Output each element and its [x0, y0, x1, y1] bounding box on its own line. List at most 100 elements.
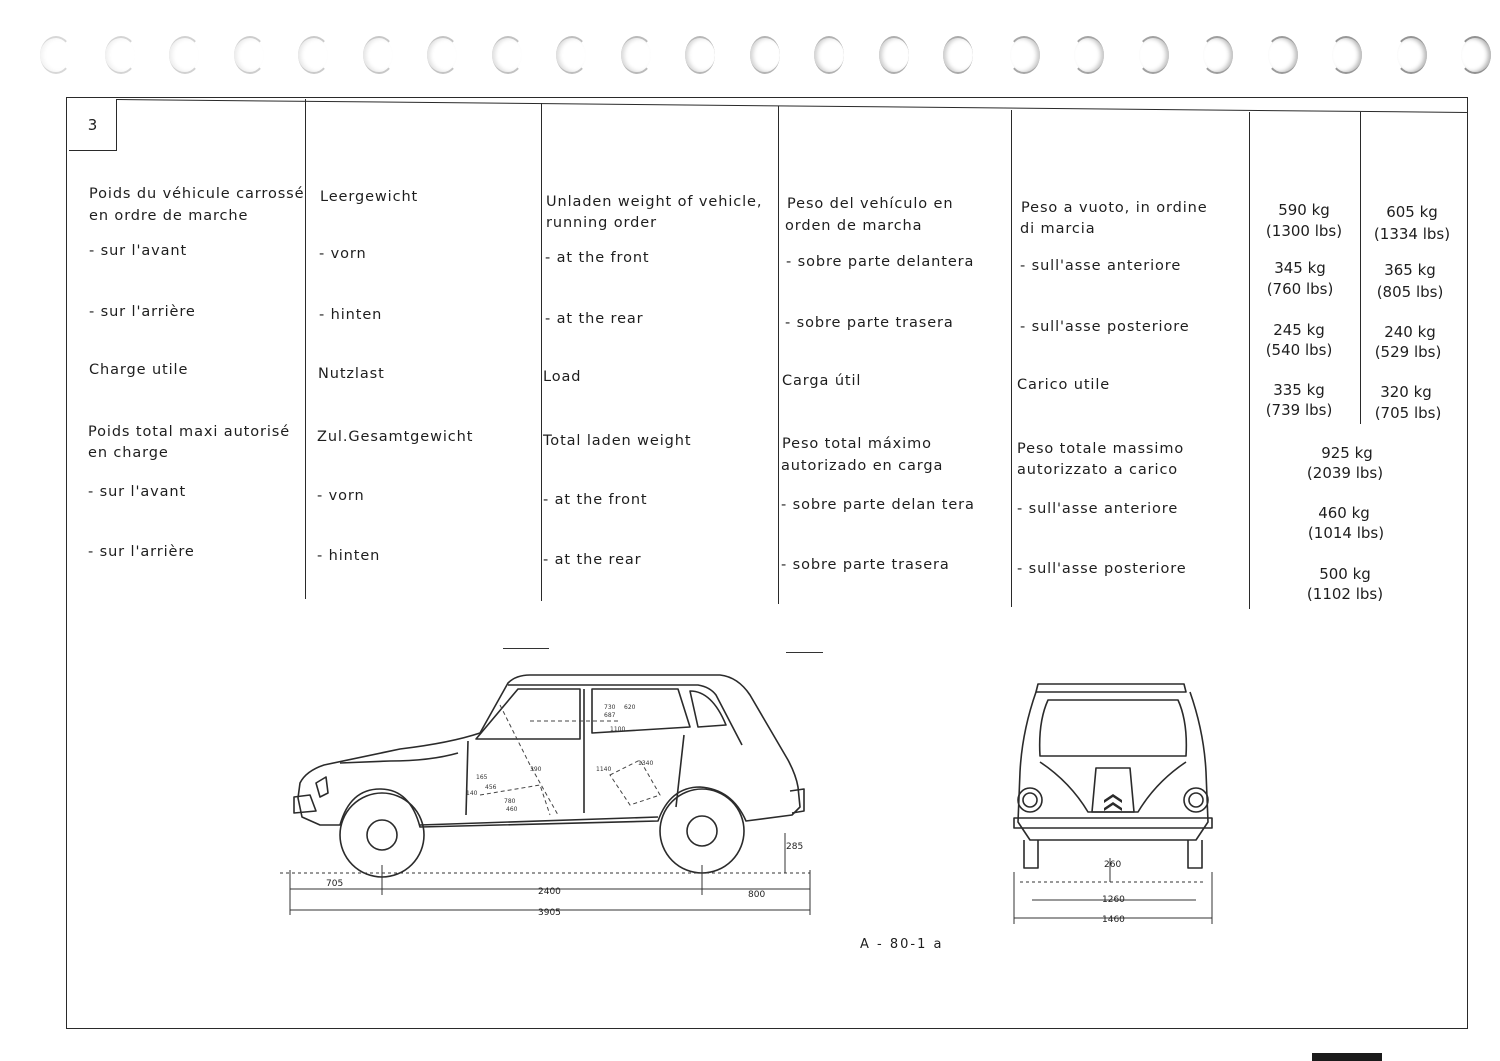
- de-load: Nutzlast: [318, 366, 385, 382]
- front-dim-track: 1260: [1102, 895, 1125, 905]
- binder-hole: [1007, 36, 1040, 74]
- binder-hole: [1201, 36, 1233, 74]
- de-total: Zul.Gesamtgewicht: [317, 429, 474, 445]
- binder-hole: [685, 36, 715, 74]
- binder-hole: [1394, 36, 1427, 74]
- model-a-unladen-lbs: (1300 lbs): [1265, 222, 1343, 240]
- column-divider: [541, 103, 542, 601]
- es-total-2: autorizado en carga: [781, 458, 944, 474]
- binder-hole: [233, 36, 266, 74]
- it-load: Carico utile: [1017, 377, 1111, 393]
- fr-total-2: en charge: [88, 445, 169, 461]
- interior-label: 620: [624, 704, 636, 711]
- binder-hole: [104, 36, 137, 74]
- dim-rear-overhang: 800: [748, 890, 765, 900]
- model-b-front-lbs: (805 lbs): [1376, 283, 1444, 301]
- column-divider: [305, 99, 306, 599]
- dim-clearance: 285: [786, 842, 803, 852]
- chevron-logo-icon: [1104, 794, 1122, 811]
- it-front: - sull'asse anteriore: [1020, 258, 1182, 274]
- total-rear-lbs: (1102 lbs): [1306, 585, 1384, 603]
- model-a-load-kg: 335 kg: [1273, 381, 1325, 399]
- de-rear: - hinten: [319, 307, 383, 323]
- de-front: - vorn: [319, 246, 367, 262]
- total-front-lbs: (1014 lbs): [1307, 524, 1385, 542]
- front-dim-width: 1460: [1102, 915, 1125, 925]
- binder-hole: [1136, 36, 1169, 74]
- fr-unladen: Poids du véhicule carrossé: [89, 186, 305, 202]
- it-total: Peso totale massimo: [1017, 441, 1185, 457]
- model-a-load-lbs: (739 lbs): [1265, 401, 1333, 419]
- interior-label: 1340: [638, 760, 653, 767]
- model-b-rear-kg: 240 kg: [1384, 323, 1436, 341]
- fr-load: Charge utile: [89, 362, 189, 378]
- en-total: Total laden weight: [543, 433, 692, 449]
- car-front-view-drawing: 260 1260 1460: [1013, 683, 1213, 925]
- column-divider: [1360, 112, 1361, 424]
- figure-reference: A - 80-1 a: [860, 937, 944, 952]
- page-number: 3: [69, 99, 117, 151]
- model-b-unladen-lbs: (1334 lbs): [1373, 225, 1451, 243]
- model-a-front-lbs: (760 lbs): [1266, 280, 1334, 298]
- binder-hole: [749, 36, 780, 74]
- es-total-rear: - sobre parte trasera: [781, 557, 950, 573]
- model-b-load-lbs: (705 lbs): [1374, 404, 1442, 422]
- total-kg: 925 kg: [1321, 444, 1373, 462]
- es-rear: - sobre parte trasera: [785, 315, 954, 331]
- model-a-rear-kg: 245 kg: [1273, 321, 1325, 339]
- it-unladen-2: di marcia: [1020, 221, 1096, 237]
- interior-label: 730: [604, 704, 616, 711]
- fr-rear: - sur l'arrière: [89, 304, 196, 320]
- interior-label: 1140: [596, 766, 611, 773]
- model-a-unladen-kg: 590 kg: [1278, 201, 1330, 219]
- it-total-2: autorizzato a carico: [1017, 462, 1179, 478]
- interior-label: 780: [504, 798, 516, 805]
- model-b-load-kg: 320 kg: [1380, 383, 1432, 401]
- binder-hole: [1265, 36, 1298, 74]
- total-lbs: (2039 lbs): [1306, 464, 1384, 482]
- binder-hole: [814, 36, 844, 74]
- de-total-rear: - hinten: [317, 548, 381, 564]
- corner-mark: [1312, 1053, 1382, 1061]
- es-total-front: - sobre parte delan tera: [781, 497, 975, 513]
- es-load: Carga útil: [782, 373, 862, 389]
- fr-total-rear: - sur l'arrière: [88, 544, 195, 560]
- front-dim-clearance: 260: [1104, 860, 1121, 870]
- fr-front: - sur l'avant: [89, 243, 188, 259]
- it-unladen: Peso a vuoto, in ordine: [1021, 200, 1208, 216]
- en-load: Load: [543, 369, 582, 385]
- interior-label: 140: [466, 790, 478, 797]
- es-total: Peso total máximo: [782, 436, 932, 452]
- en-total-rear: - at the rear: [543, 552, 642, 568]
- binder-hole: [40, 36, 72, 74]
- dash-mark: [503, 648, 549, 649]
- en-unladen-2: running order: [546, 215, 657, 231]
- binder-hole: [491, 36, 524, 74]
- model-b-rear-lbs: (529 lbs): [1374, 343, 1442, 361]
- interior-label: 390: [530, 766, 542, 773]
- en-front: - at the front: [545, 250, 650, 266]
- binder-hole: [362, 36, 395, 74]
- model-a-front-kg: 345 kg: [1274, 259, 1326, 277]
- fr-total: Poids total maxi autorisé: [88, 424, 291, 440]
- binder-hole: [298, 36, 330, 74]
- interior-label: 460: [506, 806, 518, 813]
- page-frame: [66, 97, 1468, 1029]
- binder-hole: [1072, 36, 1104, 74]
- binder-hole: [1459, 36, 1491, 74]
- dim-length: 3905: [538, 908, 561, 918]
- total-front-kg: 460 kg: [1318, 504, 1370, 522]
- binder-holes: [0, 30, 1500, 80]
- interior-label: 1100: [610, 726, 625, 733]
- dim-wheelbase: 2400: [538, 887, 561, 897]
- column-divider: [1011, 110, 1012, 607]
- interior-label: 165: [476, 774, 488, 781]
- de-unladen: Leergewicht: [320, 189, 419, 205]
- column-divider: [778, 106, 779, 604]
- interior-label: 687: [604, 712, 616, 719]
- binder-hole: [878, 36, 909, 74]
- es-unladen-2: orden de marcha: [785, 218, 923, 234]
- fr-unladen-2: en ordre de marche: [89, 208, 249, 224]
- model-b-unladen-kg: 605 kg: [1386, 203, 1438, 221]
- es-unladen: Peso del vehículo en: [787, 196, 954, 212]
